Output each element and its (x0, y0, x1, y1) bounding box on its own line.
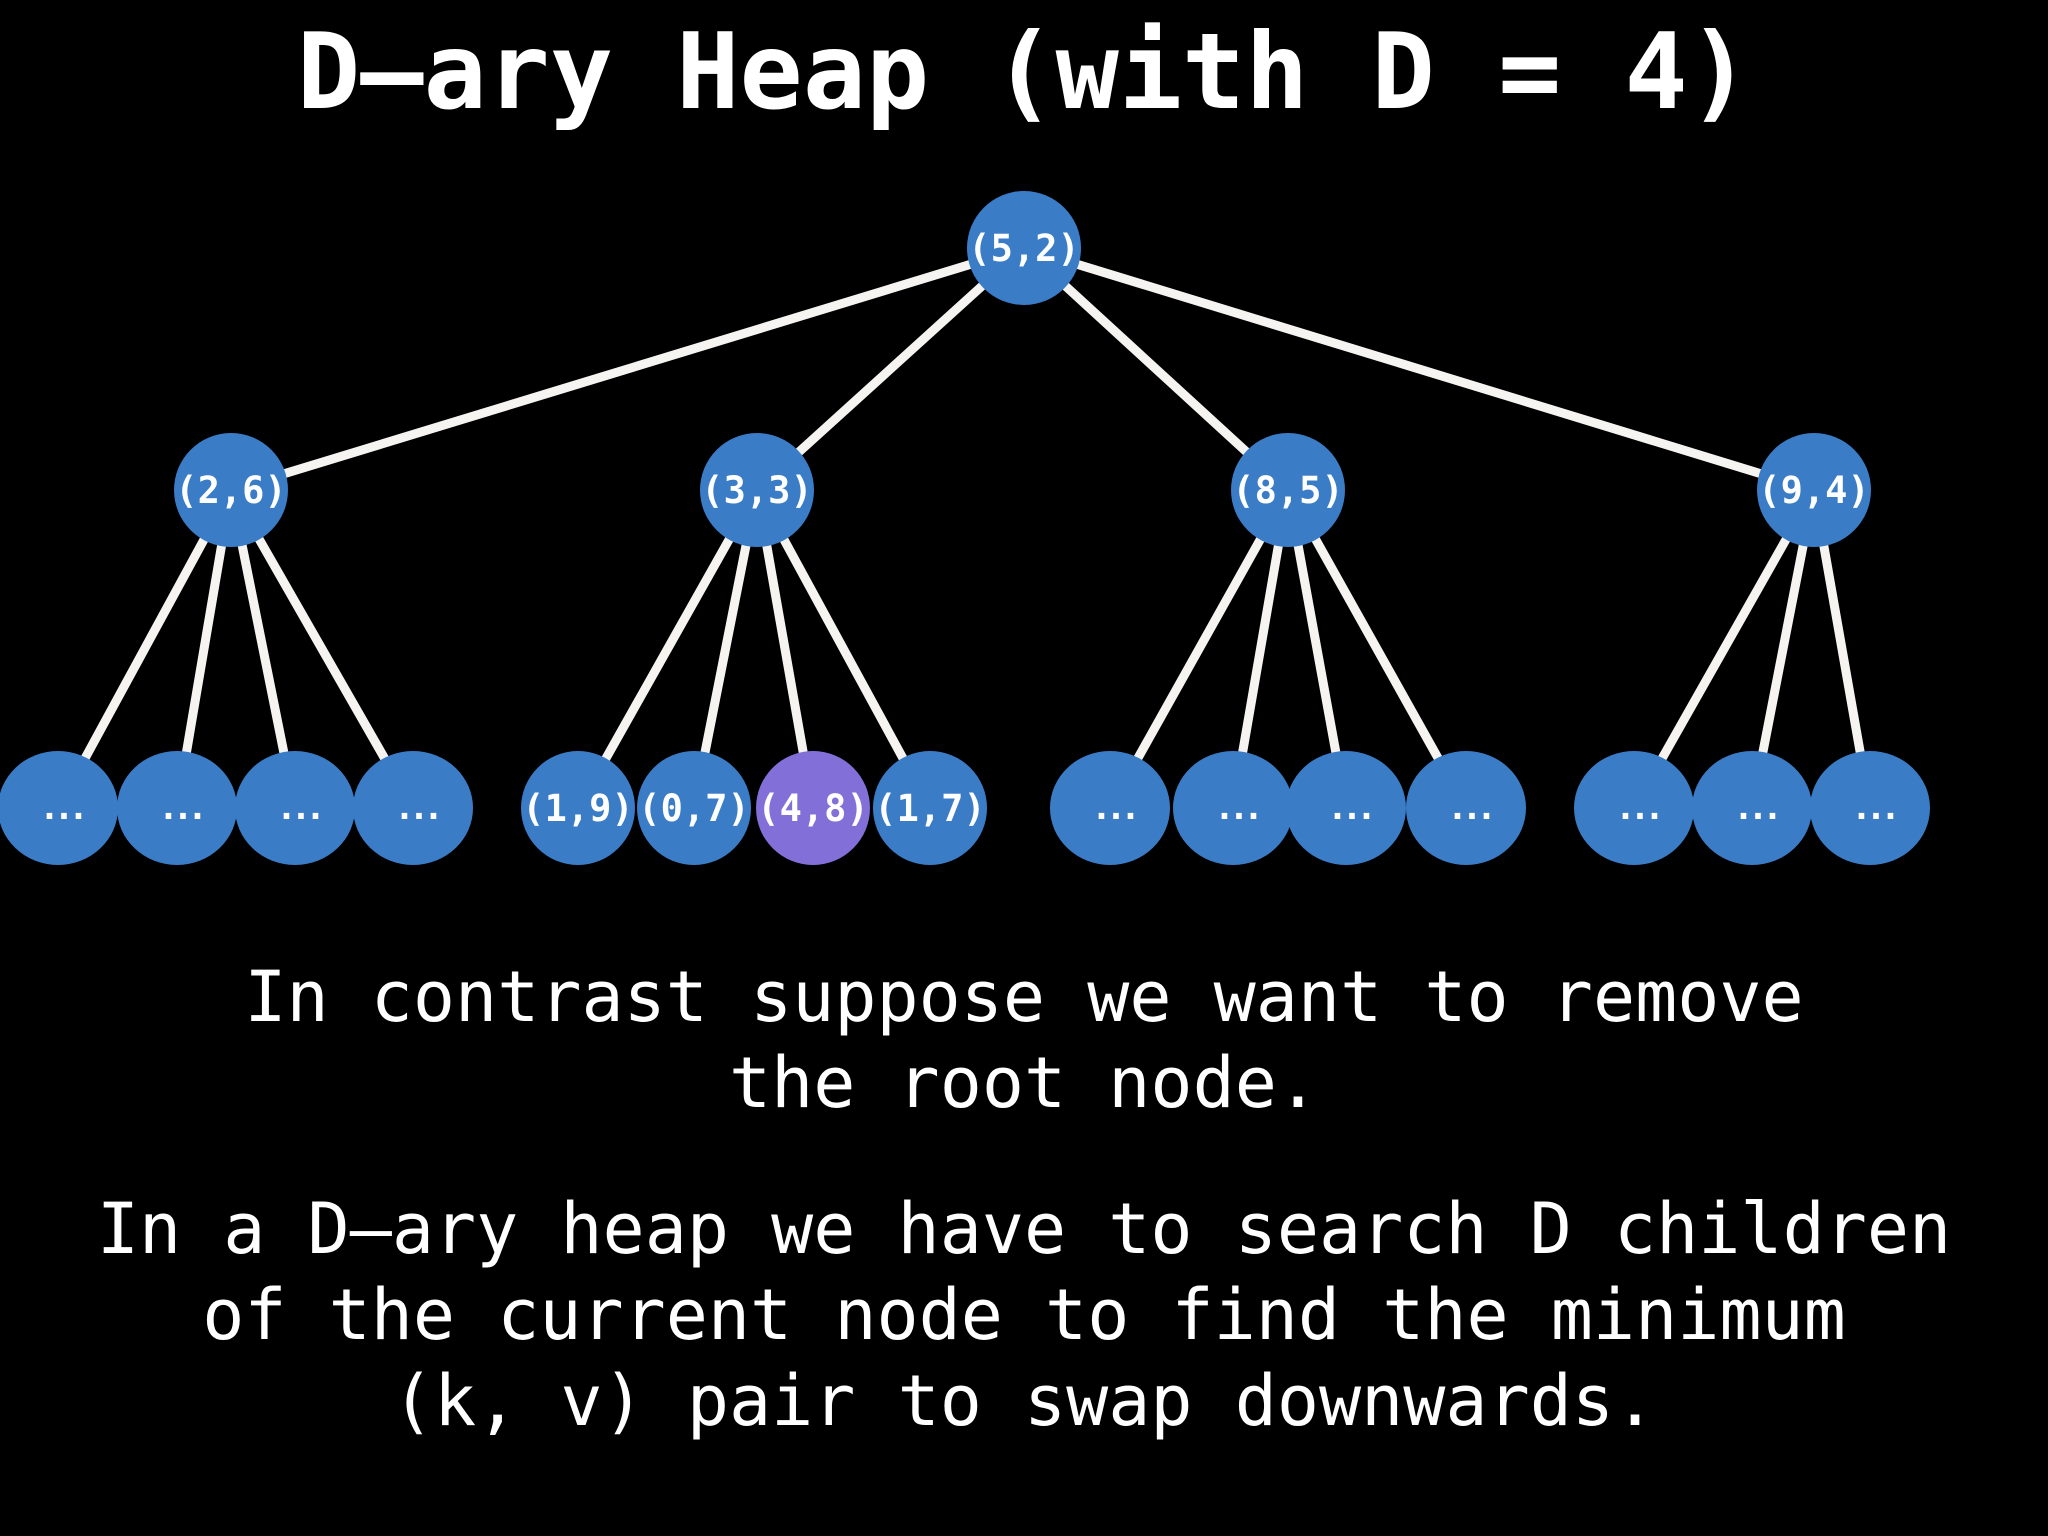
tree-edge (573, 485, 762, 813)
tree-node: (3,3) (700, 433, 814, 547)
caption-line: (k, v) pair to swap downwards. (391, 1360, 1657, 1442)
tree-node: ... (353, 751, 473, 865)
caption-line: the root node. (728, 1042, 1319, 1124)
tree-node: ... (1406, 751, 1526, 865)
tree-edge (226, 485, 418, 813)
tree-node: ... (1692, 751, 1812, 865)
tree-edge (1105, 485, 1293, 813)
tree-node: (8,5) (1231, 433, 1345, 547)
tree-node: ... (1574, 751, 1694, 865)
tree-node: (2,6) (174, 433, 288, 547)
tree-edge (53, 485, 236, 813)
tree-edge (1019, 243, 1293, 495)
caption-line: In a D–ary heap we have to search D chil… (96, 1188, 1952, 1270)
tree-node-highlighted: (4,8) (756, 751, 870, 865)
caption-line: In contrast suppose we want to remove (244, 956, 1804, 1038)
tree-edge (226, 243, 1029, 495)
tree-node: (9,4) (1757, 433, 1871, 547)
tree-node: (0,7) (637, 751, 751, 865)
tree-edge (1019, 243, 1819, 495)
tree-node: (1,7) (873, 751, 987, 865)
tree-node: ... (1173, 751, 1293, 865)
caption-paragraph-2: In a D–ary heap we have to search D chil… (0, 1186, 2048, 1444)
tree-edge (752, 243, 1029, 495)
tree-node: (1,9) (521, 751, 635, 865)
tree-edge (1283, 485, 1471, 813)
tree-node: ... (1286, 751, 1406, 865)
tree-node: ... (1050, 751, 1170, 865)
tree-node: ... (0, 751, 118, 865)
tree-edge (1629, 485, 1819, 813)
tree-node: ... (235, 751, 355, 865)
tree-node: (5,2) (967, 191, 1081, 305)
caption-paragraph-1: In contrast suppose we want to remove th… (0, 954, 2048, 1126)
tree-node: ... (117, 751, 237, 865)
tree-edge (752, 485, 935, 813)
caption-line: of the current node to find the minimum (202, 1274, 1846, 1356)
heap-tree-diagram: (5,2) (2,6) (3,3) (8,5) (9,4)............ (1,… (0, 191, 1930, 865)
tree-node: ... (1810, 751, 1930, 865)
slide-title: D–ary Heap (with D = 4) (297, 11, 1751, 133)
